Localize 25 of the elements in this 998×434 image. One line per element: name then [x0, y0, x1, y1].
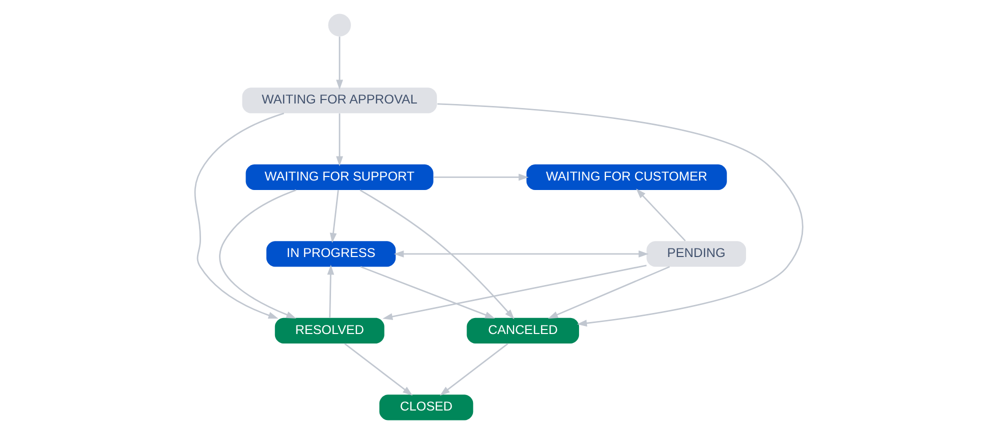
node-box: RESOLVED [274, 318, 384, 344]
node-box: WAITING FOR APPROVAL [242, 88, 437, 114]
arrow [327, 264, 334, 318]
node-box: CLOSED [379, 394, 474, 420]
arrow [382, 264, 647, 320]
node-box: PENDING [646, 241, 746, 267]
arrow [440, 343, 508, 396]
arrow [360, 190, 514, 320]
arrow [437, 103, 804, 327]
arrow [336, 36, 344, 90]
node-box: CANCELED [466, 318, 580, 344]
node-circle [328, 14, 351, 36]
arrow [394, 250, 649, 258]
arrow [194, 112, 284, 319]
arrow [434, 174, 529, 181]
arrow [219, 189, 296, 318]
arrow [548, 266, 670, 319]
node-box: IN PROGRESS [266, 241, 396, 267]
arrow [360, 266, 495, 319]
arrow [330, 190, 339, 243]
arrow [336, 113, 344, 166]
arrow [636, 188, 686, 242]
arrow [344, 343, 413, 396]
node-box: WAITING FOR SUPPORT [246, 164, 434, 190]
node-box: WAITING FOR CUSTOMER [526, 164, 727, 190]
